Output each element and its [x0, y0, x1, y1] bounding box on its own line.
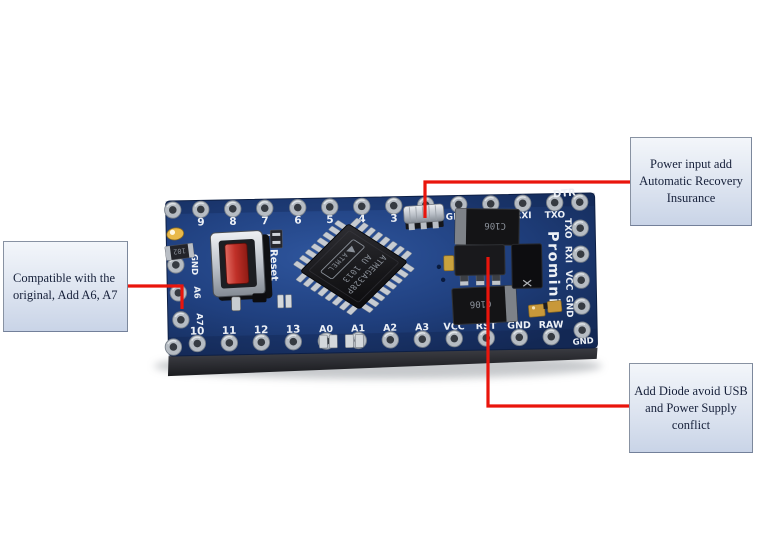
top-pin-label: 9 — [197, 216, 205, 228]
mcu-chip: ATMEGA328P AU 1013 ATMEL — [292, 217, 415, 316]
cap-marking: C106 — [469, 298, 491, 309]
pin-hole — [571, 245, 590, 264]
pin-hole — [542, 327, 561, 346]
callout-text-line: original, Add A6, A7 — [13, 287, 118, 302]
pin-hole — [571, 219, 590, 238]
bottom-pin-label: 13 — [286, 324, 301, 336]
smd-leds-gold — [528, 300, 563, 318]
callout-text-line: Automatic Recovery — [639, 174, 743, 188]
bottom-pin-label: VCC — [443, 321, 465, 332]
left-pin-label: A7 — [194, 313, 204, 326]
brand-label: Promini — [544, 231, 561, 305]
bottom-pin-label: 11 — [222, 325, 237, 337]
callout-compatible-box: Compatible with the original, Add A6, A7 — [3, 241, 128, 332]
cap-marking: C106 — [484, 220, 506, 230]
pin-hole — [381, 330, 400, 349]
bottom-pin-label: RAW — [539, 319, 564, 330]
callout-text-line: Add Diode avoid USB — [634, 383, 748, 398]
right-pin-label: VCC — [563, 270, 573, 291]
top-pin-label: 4 — [358, 213, 366, 225]
top-pin-label: TXO — [545, 210, 566, 220]
callout-text-line: Power input add — [650, 157, 732, 171]
pin-hole — [191, 200, 210, 219]
pin-hole — [255, 199, 274, 218]
pin-hole — [510, 328, 529, 347]
pin-hole — [384, 196, 403, 215]
bottom-pin-label: RST — [476, 321, 497, 332]
callout-line-diode — [486, 257, 630, 408]
smd-led-amber — [443, 255, 455, 272]
inductor-component — [511, 243, 543, 289]
pin-hole — [252, 333, 271, 352]
pcb-board: 9 8 7 6 5 4 3 2 GND RST RXI TXO 10 11 12… — [163, 187, 598, 377]
pin-hole — [171, 310, 190, 329]
pin-hole — [445, 329, 464, 348]
bottom-pin-label: A2 — [383, 323, 397, 334]
top-pin-label: 8 — [229, 216, 237, 228]
resistor-marking: 102 — [173, 246, 187, 256]
reset-button — [209, 230, 273, 312]
bottom-pin-label: 12 — [254, 324, 269, 336]
pin-hole — [164, 337, 183, 357]
bottom-pin-label: 10 — [190, 325, 205, 337]
right-pin-label: GND — [563, 295, 573, 318]
pin-hole — [188, 334, 207, 353]
left-pin-label: GND — [189, 254, 199, 275]
pin-hole — [320, 197, 339, 217]
pin-hole — [223, 199, 242, 218]
pin-hole — [163, 200, 182, 220]
board-side-edge — [167, 347, 598, 377]
voltage-regulator-diode — [454, 244, 506, 286]
callout-diode-box: Add Diode avoid USB and Power Supply con… — [629, 363, 753, 453]
pin-hole — [572, 297, 591, 316]
top-pin-label: 3 — [390, 213, 398, 225]
pin-hole — [288, 198, 307, 217]
pin-hole — [284, 332, 303, 351]
gnd-corner-label: GND — [572, 336, 594, 348]
pin-hole — [477, 328, 496, 348]
power-led — [166, 227, 185, 241]
via — [440, 277, 446, 282]
bottom-pin-label: A1 — [351, 323, 365, 334]
top-pin-label: 7 — [261, 215, 269, 227]
atmel-logo-triangle — [346, 245, 356, 253]
top-pin-label: 5 — [326, 214, 334, 226]
pin-hole — [352, 197, 371, 216]
callout-text-line: Compatible with the — [13, 270, 116, 285]
pin-hole — [413, 330, 432, 349]
callout-text-line: and Power Supply — [645, 400, 737, 415]
left-pin-label: A6 — [191, 286, 201, 299]
via — [436, 264, 442, 270]
capacitor-c106-upper: C106 — [454, 207, 520, 246]
callout-text-line: conflict — [671, 417, 711, 432]
pin-hole — [572, 271, 591, 290]
callout-text-line: Insurance — [666, 191, 716, 205]
smd-component — [269, 229, 283, 249]
smd-capacitors — [277, 294, 364, 349]
callout-line-power — [423, 180, 631, 218]
capacitor-c106-lower: C106 — [451, 284, 518, 326]
callout-power-box: Power input add Automatic Recovery Insur… — [630, 137, 752, 226]
callout-line-compatible — [127, 284, 184, 309]
top-pin-label: RXI — [514, 211, 531, 221]
bottom-pin-label: A3 — [415, 322, 429, 333]
bottom-pin-label: A0 — [319, 324, 334, 335]
bottom-pin-label: GND — [507, 320, 531, 331]
right-pin-label: RXI — [563, 246, 573, 263]
right-pin-label: TXO — [562, 218, 572, 239]
reset-label: Reset — [268, 249, 280, 281]
dtr-corner-label: DTR — [553, 187, 577, 200]
resistor-102: 102 — [164, 243, 195, 261]
reset-button-cap — [224, 242, 250, 285]
top-pin-label: 6 — [294, 214, 302, 226]
pin-hole — [220, 333, 239, 352]
